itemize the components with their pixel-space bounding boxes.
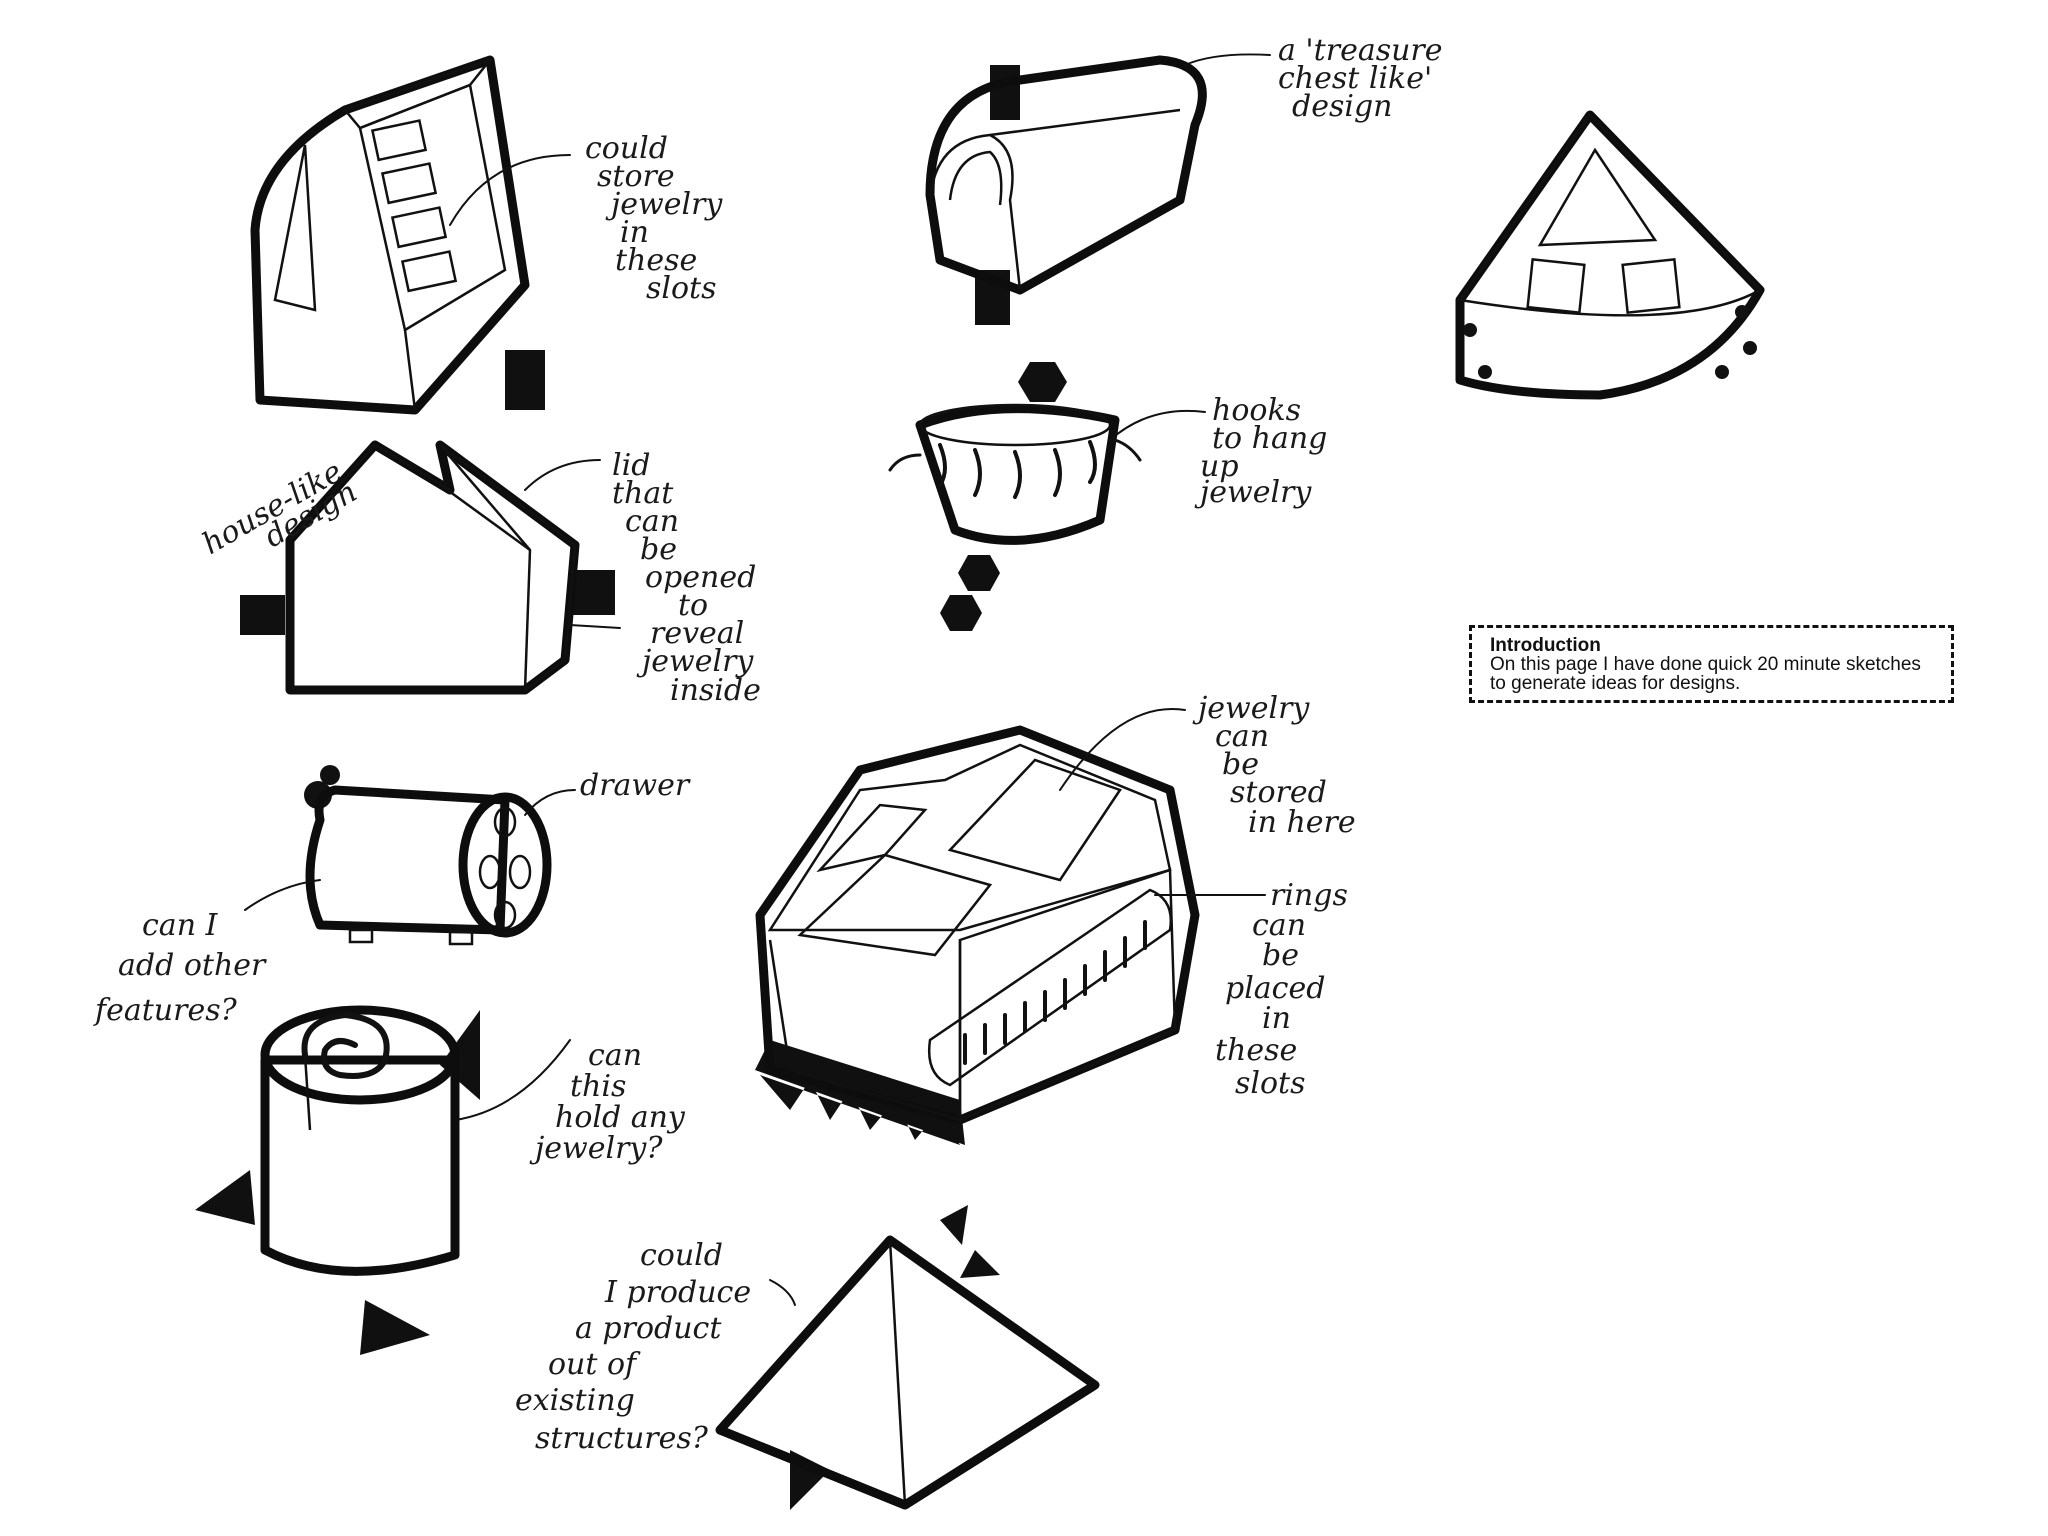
label-features: can I add other features?	[93, 908, 267, 1028]
sketch-triangle-box	[1455, 110, 1765, 400]
label-lid: lid that can be opened to reveal jewelry…	[612, 448, 761, 708]
svg-text:can: can	[1252, 908, 1306, 943]
label-treasure-chest: a 'treasure chest like' design	[1278, 33, 1443, 124]
svg-text:structures?: structures?	[535, 1421, 709, 1456]
svg-text:placed: placed	[1225, 971, 1325, 1006]
label-drawer: drawer	[580, 768, 691, 803]
label-hooks: hooks to hang up jewelry	[1194, 393, 1327, 510]
svg-text:design: design	[1292, 89, 1392, 124]
svg-text:slots: slots	[646, 271, 717, 306]
svg-text:chest like': chest like'	[1278, 61, 1432, 96]
svg-text:a 'treasure: a 'treasure	[1278, 33, 1443, 68]
svg-text:jewelry: jewelry	[605, 187, 723, 222]
svg-text:that: that	[612, 476, 674, 511]
svg-text:be: be	[1222, 747, 1259, 782]
sketch-slotted-organiser	[250, 55, 571, 415]
ring-slots	[963, 920, 1147, 1065]
label-house-like: house-like design	[197, 454, 364, 562]
svg-text:reveal: reveal	[650, 616, 744, 651]
sketch-ring-box	[755, 708, 1266, 1145]
svg-text:features?: features?	[93, 993, 238, 1028]
sketch-spiral-cylinder	[195, 1005, 571, 1355]
svg-text:jewelry: jewelry	[1194, 475, 1312, 510]
svg-text:be: be	[640, 532, 677, 567]
label-hold: can this hold any jewelry?	[529, 1038, 686, 1166]
label-stored: jewelry can be stored in here	[1192, 691, 1356, 840]
svg-text:jewelry: jewelry	[1192, 691, 1310, 726]
svg-text:can I: can I	[142, 908, 219, 943]
svg-text:jewelry: jewelry	[636, 644, 754, 679]
label-rings: rings can be placed in these slots	[1215, 878, 1348, 1101]
svg-text:hold any: hold any	[555, 1100, 686, 1135]
svg-text:to: to	[678, 588, 708, 623]
svg-text:out of: out of	[548, 1347, 641, 1382]
svg-text:these: these	[1215, 1033, 1297, 1068]
svg-text:these: these	[615, 243, 697, 278]
svg-text:can: can	[588, 1038, 642, 1073]
label-slots: could store jewelry in these slots	[585, 131, 723, 306]
sketch-house-box	[240, 440, 621, 695]
svg-text:opened: opened	[645, 560, 756, 595]
svg-text:stored: stored	[1230, 775, 1327, 810]
svg-text:in: in	[1262, 1001, 1291, 1036]
svg-text:up: up	[1200, 449, 1239, 484]
svg-text:in: in	[620, 215, 649, 250]
svg-text:inside: inside	[670, 673, 761, 708]
sketch-pyramid	[715, 1205, 1100, 1510]
svg-text:I produce: I produce	[604, 1275, 751, 1310]
label-structures: could I produce a product out of existin…	[515, 1238, 796, 1456]
svg-text:can: can	[1215, 719, 1269, 754]
introduction-title: Introduction	[1490, 635, 1601, 656]
svg-text:could: could	[585, 131, 668, 166]
sketch-treasure-chest	[925, 53, 1271, 325]
introduction-text: On this page I have done quick 20 minute…	[1490, 654, 1921, 694]
sketch-barrel-drawer	[244, 765, 576, 946]
svg-text:be: be	[1262, 938, 1299, 973]
svg-text:rings: rings	[1270, 878, 1348, 913]
svg-text:hooks: hooks	[1212, 393, 1301, 428]
svg-text:to hang: to hang	[1212, 421, 1327, 456]
svg-text:jewelry?: jewelry?	[529, 1131, 663, 1166]
sketch-hook-stand	[888, 362, 1206, 631]
svg-text:lid: lid	[612, 448, 650, 483]
svg-text:can: can	[625, 504, 679, 539]
svg-text:in here: in here	[1248, 805, 1356, 840]
svg-text:store: store	[597, 159, 675, 194]
svg-text:this: this	[570, 1069, 626, 1104]
svg-text:slots: slots	[1235, 1066, 1306, 1101]
svg-text:existing: existing	[515, 1383, 635, 1418]
svg-text:a product: a product	[575, 1311, 722, 1346]
introduction-box: Introduction On this page I have done qu…	[1469, 625, 1954, 703]
svg-text:could: could	[640, 1238, 723, 1273]
svg-text:drawer: drawer	[580, 768, 691, 803]
svg-text:add other: add other	[118, 948, 267, 983]
